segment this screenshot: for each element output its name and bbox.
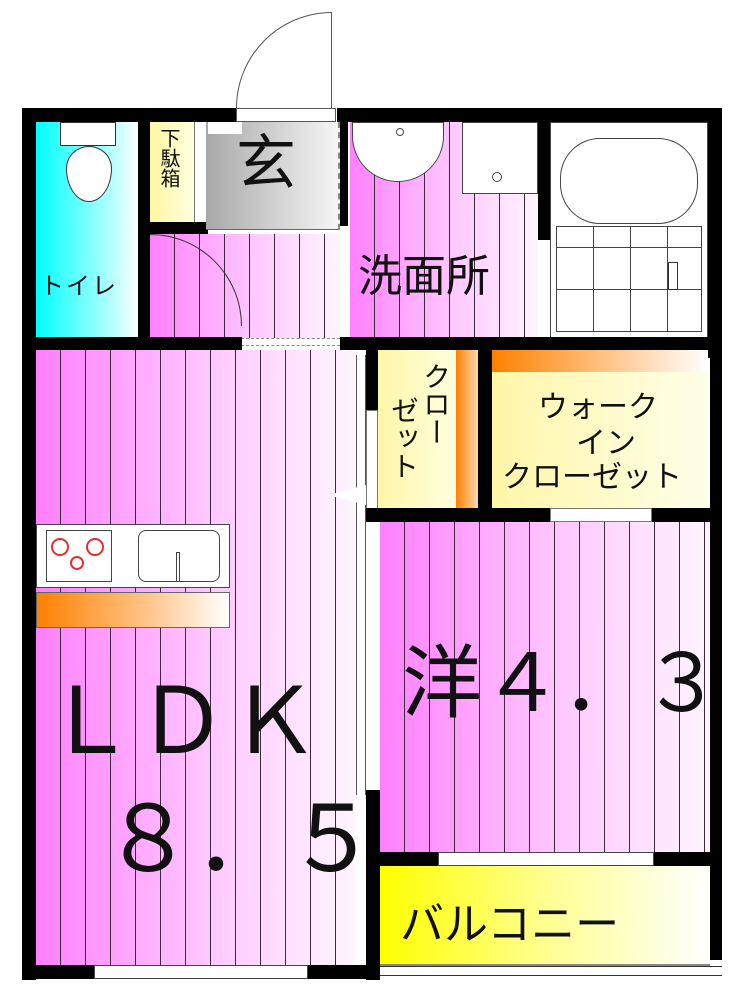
shoe-box <box>150 122 194 222</box>
shoe-box-edge <box>194 122 206 222</box>
outer-wall-top-right <box>337 108 722 122</box>
stove-burner-3-icon <box>70 556 84 570</box>
middle-wall-right <box>340 337 722 350</box>
ldk-window[interactable] <box>94 965 308 979</box>
wic-wall-bottom-right <box>652 508 722 522</box>
walk-in-closet <box>492 350 708 508</box>
washroom-wall-right <box>538 122 550 240</box>
outer-wall-bottom-left <box>22 965 94 979</box>
bathtub-icon[interactable] <box>560 138 698 224</box>
entrance-area <box>206 122 340 230</box>
sink-faucet-icon <box>176 552 180 582</box>
washbasin-drain-icon <box>396 128 404 136</box>
walk-in-closet-shelf <box>492 350 708 372</box>
kitchen-shelf <box>36 592 230 628</box>
wic-label-line1: ウォーク <box>538 390 658 425</box>
western-wall-bottom-left <box>366 852 438 866</box>
entrance-step-triangle <box>208 122 242 134</box>
closet <box>378 350 456 508</box>
entrance-label: 玄 <box>236 129 296 199</box>
shower-faucet-icon <box>668 262 678 290</box>
closet-label-line1: クロー <box>419 362 452 446</box>
closet-door-swing-triangle <box>328 485 366 505</box>
washing-machine-pan-icon <box>462 122 538 194</box>
closet-label-line2: ゼット <box>387 396 420 480</box>
western-room-label: 洋４．３ <box>402 637 722 730</box>
ldk-floor <box>36 350 354 965</box>
wic-door-opening[interactable] <box>550 508 652 522</box>
entrance-door-swing[interactable] <box>236 12 332 108</box>
hallway-dashed-threshold <box>150 338 340 346</box>
toilet-tank-icon <box>60 122 116 146</box>
partition-wall-closet <box>366 350 378 410</box>
wic-wall-bottom-left <box>366 508 550 522</box>
washing-machine-drain-icon <box>492 172 502 182</box>
sliding-door-ldk-western[interactable] <box>356 355 366 795</box>
shoe-box-wall-bottom <box>138 222 208 234</box>
balcony-edge <box>380 966 722 976</box>
closet-shelf <box>456 350 478 508</box>
western-wall-bottom-right <box>654 852 722 866</box>
outer-wall-left <box>22 108 36 980</box>
outer-wall-bottom-mid <box>308 965 380 979</box>
stove-burner-1-icon <box>51 538 69 556</box>
entrance-dashed-line <box>338 122 340 342</box>
closet-wall-right <box>478 350 492 510</box>
stove-burner-2-icon <box>86 538 104 556</box>
western-room-floor <box>380 522 710 852</box>
bath-floor-grid <box>556 226 702 332</box>
balcony <box>380 866 710 966</box>
entrance-door-threshold <box>236 108 336 122</box>
outer-wall-right-lower <box>710 340 722 960</box>
closet-door-opening[interactable] <box>366 410 378 510</box>
balcony-label: バルコニー <box>400 899 620 950</box>
outer-wall-right <box>708 108 722 358</box>
ldk-label: ＬＤＫ <box>44 668 321 775</box>
toilet-bowl-icon <box>66 146 112 202</box>
toilet-label: トイレ <box>40 272 118 300</box>
ldk-size: ８．５ <box>102 786 379 893</box>
outer-wall-top-left <box>22 108 236 122</box>
washroom-wall-left <box>340 122 348 226</box>
middle-wall-left <box>22 337 242 350</box>
wic-label-line2: イン <box>576 426 636 461</box>
shoe-box-label: 下駄箱 <box>157 128 181 188</box>
wic-label-line3: クローゼット <box>502 460 682 495</box>
western-room-window[interactable] <box>438 852 654 866</box>
washroom-label: 洗面所 <box>358 251 490 302</box>
partition-wall-lower <box>366 790 380 980</box>
